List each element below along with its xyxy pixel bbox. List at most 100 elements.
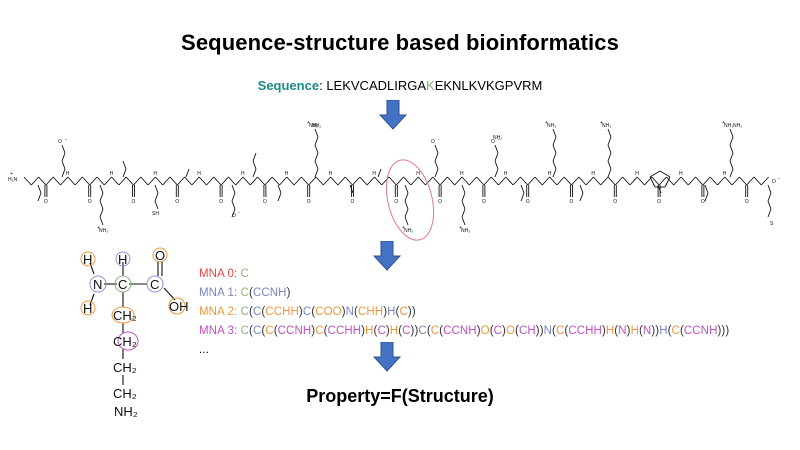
- svg-text:O: O: [701, 199, 705, 205]
- svg-text:-: -: [498, 137, 500, 143]
- peptide-structure: OHOHOHOHOHOHOHOHOHOHOHOHOHOHOHOHOH₃N+O-N…: [8, 120, 780, 241]
- svg-text:+: +: [722, 120, 725, 126]
- lysine-bonds: [89, 261, 176, 385]
- svg-text:SH: SH: [152, 211, 159, 217]
- svg-text:+: +: [10, 171, 13, 177]
- svg-text:O: O: [175, 199, 179, 205]
- mna-label: MNA 1:: [199, 287, 241, 299]
- svg-text:H: H: [153, 171, 157, 177]
- atom-o-carbonyl: O: [155, 248, 165, 263]
- atom-h-top-left: H: [83, 252, 92, 267]
- atom-circle-orange: [80, 251, 96, 267]
- atom-ch2-4: CH₂: [113, 386, 137, 401]
- svg-text:O: O: [232, 213, 236, 219]
- atom-c-carboxyl: C: [150, 277, 159, 292]
- mna-line-2: MNA 2: C(C(CCHH)C(COO)N(CHH)H(C)): [199, 306, 416, 318]
- svg-text:O: O: [657, 199, 661, 205]
- svg-text:O: O: [44, 199, 48, 205]
- atom-ch2-3: CH₂: [113, 360, 137, 375]
- svg-text:H: H: [504, 171, 508, 177]
- svg-text:NH₃: NH₃: [461, 228, 470, 234]
- highlighted-lysine-circle: [385, 159, 435, 241]
- sequence-part-2: EKNLKVKGPVRM: [434, 78, 543, 93]
- atom-circle-green: [114, 275, 132, 293]
- svg-text:O: O: [132, 199, 136, 205]
- atom-nh2-terminal: NH₂: [114, 404, 138, 419]
- svg-text:O: O: [438, 199, 442, 205]
- svg-text:O: O: [58, 139, 62, 145]
- sequence-label: Sequence: [257, 78, 320, 93]
- sequence-separator: :: [319, 78, 327, 93]
- svg-text:H: H: [416, 171, 420, 177]
- atom-h-alpha: H: [118, 252, 127, 267]
- atom-circle-purple: [146, 275, 164, 293]
- svg-text:H: H: [372, 171, 376, 177]
- svg-text:NH₃: NH₃: [404, 228, 413, 234]
- svg-text:O: O: [394, 199, 398, 205]
- svg-text:S: S: [770, 221, 774, 227]
- svg-text:H: H: [460, 171, 464, 177]
- svg-text:O: O: [526, 199, 530, 205]
- svg-text:O: O: [431, 139, 435, 145]
- mna-label: MNA 0:: [199, 268, 241, 280]
- svg-text:O: O: [570, 199, 574, 205]
- atom-circle-orange: [111, 306, 135, 324]
- svg-text:+: +: [402, 225, 405, 231]
- atom-circle-orange: [152, 247, 168, 263]
- mna-line-3: MNA 3: C(C(C(CCNH)C(CCHH)H(C)H(C))C(C(CC…: [199, 325, 730, 337]
- sequence-highlight-residue: K: [426, 78, 435, 93]
- svg-text:O: O: [482, 199, 486, 205]
- down-arrow-2: [373, 241, 401, 271]
- svg-text:NH₂: NH₂: [493, 135, 502, 141]
- svg-text:H: H: [679, 171, 683, 177]
- atom-circle-orange: [80, 300, 96, 316]
- page-title: Sequence-structure based bioinformatics: [181, 30, 619, 55]
- svg-text:+: +: [459, 225, 462, 231]
- mna-label: MNA 2:: [199, 306, 241, 318]
- svg-text:H: H: [723, 171, 727, 177]
- svg-text:H: H: [197, 171, 201, 177]
- sequence-part-1: LEKVCADLIRGA: [326, 78, 427, 93]
- svg-text:NH₃: NH₃: [602, 123, 611, 129]
- svg-text:H₃N: H₃N: [8, 177, 18, 183]
- svg-text:-: -: [65, 137, 67, 143]
- svg-text:NH₂: NH₂: [733, 123, 742, 129]
- atom-circle-purple: [115, 251, 131, 267]
- atom-ch2-1: CH₂: [113, 308, 137, 323]
- svg-text:H: H: [548, 171, 552, 177]
- atom-oh-carboxyl: OH: [169, 299, 189, 314]
- atom-ch2-2: CH₂: [113, 334, 137, 349]
- down-arrow-3: [373, 342, 401, 372]
- atom-circle-orange: [168, 297, 186, 315]
- svg-text:O: O: [88, 199, 92, 205]
- svg-text:NH₃: NH₃: [309, 123, 318, 129]
- svg-text:NH₃: NH₃: [99, 228, 108, 234]
- atom-n-alpha: N: [93, 277, 102, 292]
- svg-text:O: O: [491, 139, 495, 145]
- svg-text:-: -: [438, 137, 440, 143]
- svg-text:O: O: [307, 199, 311, 205]
- svg-text:O: O: [263, 199, 267, 205]
- svg-text:O: O: [351, 199, 355, 205]
- svg-text:-: -: [238, 210, 240, 216]
- svg-text:H: H: [591, 171, 595, 177]
- down-arrow-1: [379, 100, 407, 130]
- svg-text:NH₂: NH₂: [312, 123, 321, 129]
- property-formula: Property=F(Structure): [306, 386, 494, 406]
- svg-text:H: H: [285, 171, 289, 177]
- svg-text:+: +: [545, 120, 548, 126]
- lysine-structure: H N H H C C O OH CH₂ CH₂ CH₂ CH₂ NH₂: [80, 247, 189, 419]
- svg-text:H: H: [241, 171, 245, 177]
- svg-text:H: H: [66, 171, 70, 177]
- svg-text:NH₃: NH₃: [724, 123, 733, 129]
- atom-c-alpha: C: [118, 277, 127, 292]
- atom-h-bottom-left: H: [83, 301, 92, 316]
- svg-text:H: H: [329, 171, 333, 177]
- svg-text:+: +: [600, 120, 603, 126]
- svg-text:H: H: [635, 171, 639, 177]
- mna-line-0: MNA 0: C: [199, 268, 250, 280]
- svg-text:O: O: [772, 179, 776, 185]
- svg-text:H: H: [110, 171, 114, 177]
- svg-text:+: +: [97, 225, 100, 231]
- atom-circle-purple: [89, 275, 107, 293]
